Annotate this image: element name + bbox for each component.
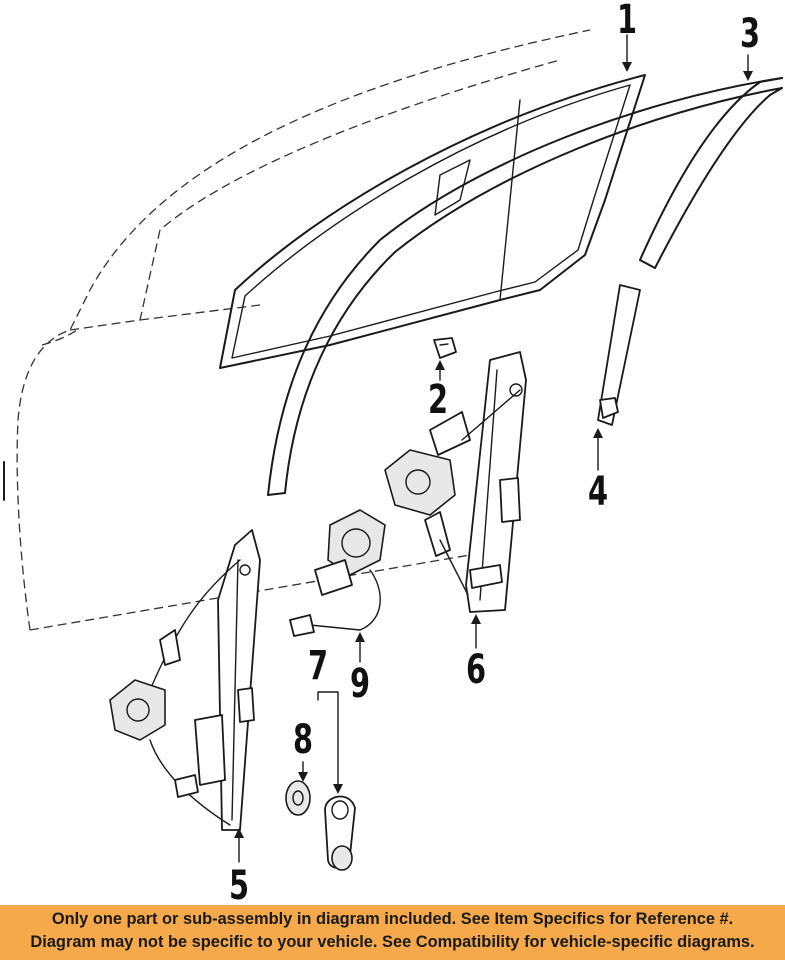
door-glass-regulator-diagram (3, 29, 783, 871)
callout-4: 4 (587, 469, 609, 515)
door-outline (3, 29, 591, 631)
callout-2: 2 (427, 377, 449, 423)
part-5-manual-regulator (109, 529, 261, 831)
part-7-crank-handle (324, 795, 356, 871)
part-3-glass-run-channel (267, 77, 783, 496)
callout-6: 6 (465, 647, 487, 693)
part-1-door-glass (219, 74, 646, 369)
disclaimer-banner: Only one part or sub-assembly in diagram… (0, 905, 785, 960)
part-4-rear-guide (597, 284, 641, 426)
disclaimer-line-2: Diagram may not be specific to your vehi… (30, 933, 755, 951)
leader-lines (234, 34, 753, 863)
part-9-window-motor (289, 509, 386, 637)
part-8-escutcheon (285, 780, 311, 816)
callout-1: 1 (616, 0, 638, 43)
callout-7: 7 (307, 643, 329, 689)
callout-9: 9 (349, 661, 371, 707)
callout-5: 5 (228, 863, 250, 909)
part-6-regulator-with-motor (384, 351, 527, 613)
part-2-clip (433, 337, 457, 359)
callout-3: 3 (739, 11, 761, 57)
disclaimer-line-1: Only one part or sub-assembly in diagram… (51, 910, 734, 928)
callout-8: 8 (292, 717, 314, 763)
